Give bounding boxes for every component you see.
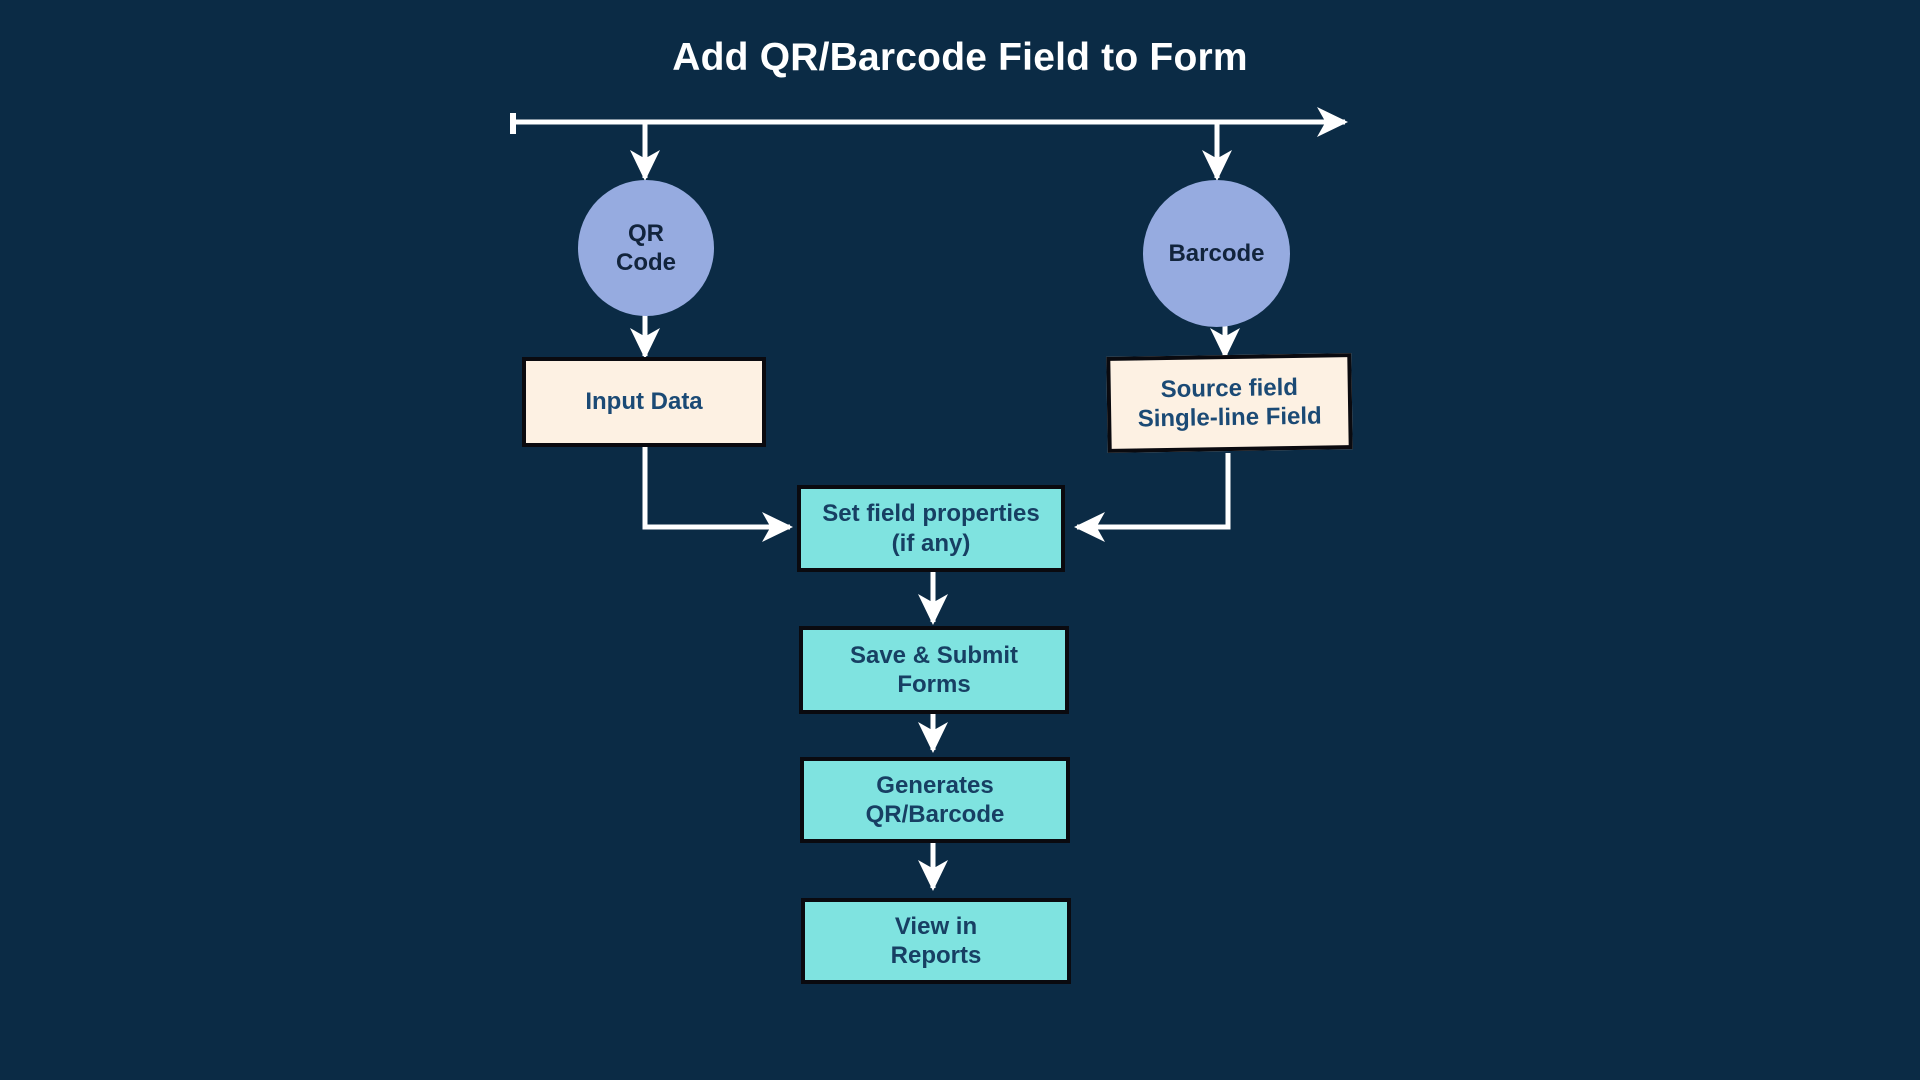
node-save-submit-forms-label: Save & Submit Forms [849, 641, 1019, 698]
node-generates-qr-barcode-label: Generates QR/Barcode [865, 771, 1005, 828]
node-input-data-label: Input Data [585, 388, 703, 416]
node-set-field-properties-label: Set field properties (if any) [822, 500, 1040, 557]
node-source-field[interactable]: Source field Single-line Field [1106, 353, 1353, 453]
node-input-data[interactable]: Input Data [522, 357, 766, 447]
node-barcode[interactable]: Barcode [1143, 180, 1290, 327]
edge-sourcefield-to-setproperties [1073, 453, 1231, 542]
node-source-field-label: Source field Single-line Field [1137, 373, 1322, 433]
node-generates-qr-barcode[interactable]: Generates QR/Barcode [800, 757, 1070, 843]
edge-inputdata-to-setproperties [642, 447, 794, 542]
node-set-field-properties[interactable]: Set field properties (if any) [797, 485, 1065, 572]
node-qr-code[interactable]: QR Code [578, 180, 714, 316]
page-title: Add QR/Barcode Field to Form [672, 36, 1248, 79]
node-qr-code-label: QR Code [616, 219, 676, 276]
node-barcode-label: Barcode [1168, 239, 1265, 267]
node-save-submit-forms[interactable]: Save & Submit Forms [799, 626, 1069, 714]
node-view-in-reports-label: View in Reports [890, 912, 982, 969]
node-view-in-reports[interactable]: View in Reports [801, 898, 1071, 984]
